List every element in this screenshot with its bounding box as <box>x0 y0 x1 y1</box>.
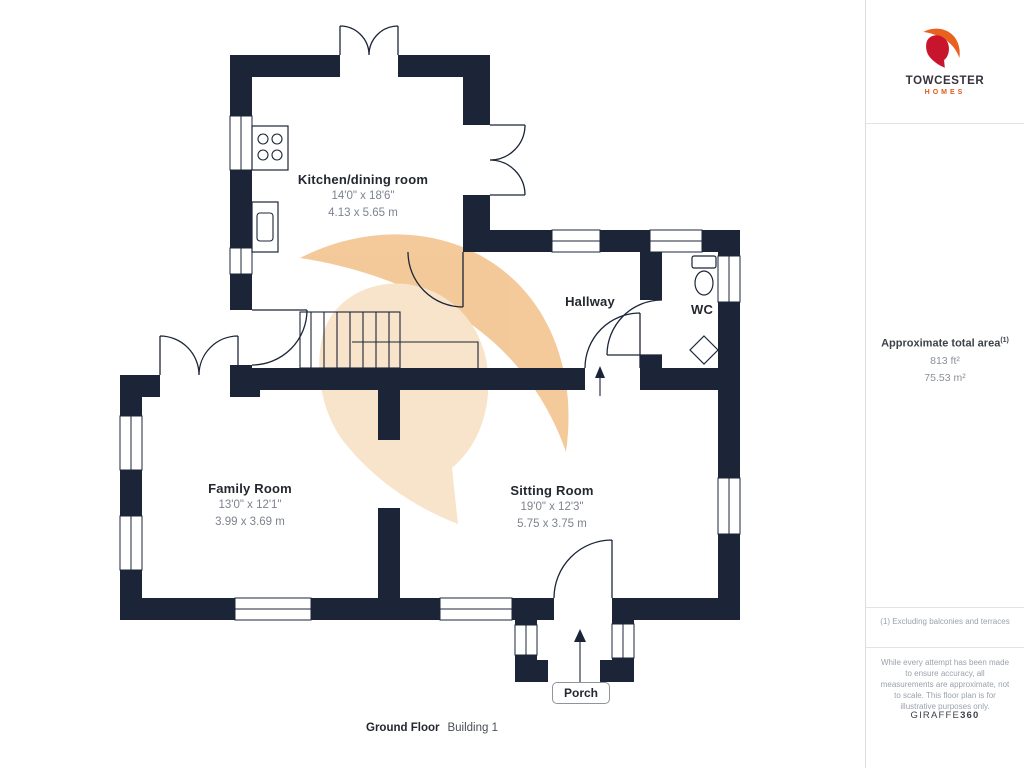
entry-arrow-icon <box>595 366 605 396</box>
area-footnote-marker: (1) <box>1000 337 1009 344</box>
room-name: WC <box>690 302 714 317</box>
room-name: Kitchen/dining room <box>297 172 429 187</box>
window <box>119 415 143 471</box>
walls <box>120 55 740 682</box>
window <box>234 597 312 621</box>
brand-logo: TOWCESTER HOMES <box>866 24 1024 96</box>
window <box>119 515 143 571</box>
window <box>229 247 253 275</box>
room-label-sitting: Sitting Room 19'0" x 12'3" 5.75 x 3.75 m <box>510 483 593 532</box>
room-dims-m: 3.99 x 3.69 m <box>215 516 285 528</box>
total-area-m: 75.53 m² <box>924 371 966 384</box>
total-area-ft: 813 ft² <box>930 354 960 367</box>
room-dims-ft: 13'0" x 12'1" <box>218 499 282 511</box>
provider-name: GIRAFFE <box>910 710 961 721</box>
sidebar-divider <box>866 607 1024 608</box>
area-footnote: (1) Excluding balconies and terraces <box>880 617 1010 626</box>
window <box>611 623 635 659</box>
window <box>514 624 538 656</box>
building-label: Building 1 <box>447 722 498 734</box>
sidebar-divider <box>866 647 1024 648</box>
room-name: Hallway <box>565 294 615 309</box>
door-arc <box>407 251 464 308</box>
floor-plan <box>119 25 741 698</box>
info-sidebar: TOWCESTER HOMES Approximate total area(1… <box>865 0 1024 768</box>
door-arc <box>339 25 399 56</box>
floor-plan-canvas: Kitchen/dining room 14'0" x 18'6" 4.13 x… <box>119 25 741 734</box>
room-label-hallway: Hallway <box>565 294 615 309</box>
doors <box>159 25 663 599</box>
room-dims-ft: 19'0" x 12'3" <box>520 501 584 513</box>
windows <box>119 115 741 659</box>
brand-helmet-icon <box>923 28 960 68</box>
window <box>717 255 741 303</box>
window <box>649 229 703 253</box>
disclaimer-text: While every attempt has been made to ens… <box>880 658 1010 711</box>
room-label-wc: WC <box>691 302 713 317</box>
sidebar-divider <box>866 123 1024 124</box>
sink-icon <box>251 201 279 253</box>
basin-icon <box>689 335 719 365</box>
window <box>717 477 741 535</box>
total-area-title: Approximate total area(1) <box>881 337 1009 350</box>
window <box>229 115 253 171</box>
room-dims-m: 4.13 x 5.65 m <box>328 207 398 219</box>
floor-caption: Ground Floor Building 1 <box>366 722 498 734</box>
room-label-family: Family Room 13'0" x 12'1" 3.99 x 3.69 m <box>208 481 292 530</box>
window <box>439 597 513 621</box>
stairs <box>299 311 484 383</box>
brand-watermark-icon <box>300 234 569 524</box>
door-arc <box>251 309 308 366</box>
window <box>551 229 601 253</box>
provider-number: 360 <box>960 710 980 721</box>
room-label-kitchen: Kitchen/dining room 14'0" x 18'6" 4.13 x… <box>298 172 428 221</box>
provider-logo: GIRAFFE360 <box>866 710 1024 721</box>
door-arc <box>159 335 239 376</box>
room-name: Sitting Room <box>510 483 594 498</box>
total-area-block: Approximate total area(1) 813 ft² 75.53 … <box>866 337 1024 384</box>
room-dims-ft: 14'0" x 18'6" <box>331 190 395 202</box>
door-arc <box>553 539 613 599</box>
room-name: Family Room <box>208 481 292 496</box>
room-dims-m: 5.75 x 3.75 m <box>517 518 587 530</box>
hob-icon <box>251 125 289 171</box>
door-arc <box>606 299 663 356</box>
door-arc <box>584 312 641 369</box>
brand-sub: HOMES <box>924 89 966 96</box>
door-arc <box>489 124 526 196</box>
floor-label: Ground Floor <box>366 722 440 734</box>
room-label-porch: Porch <box>551 682 611 704</box>
toilet-icon <box>691 255 717 296</box>
brand-name: TOWCESTER <box>905 75 985 87</box>
